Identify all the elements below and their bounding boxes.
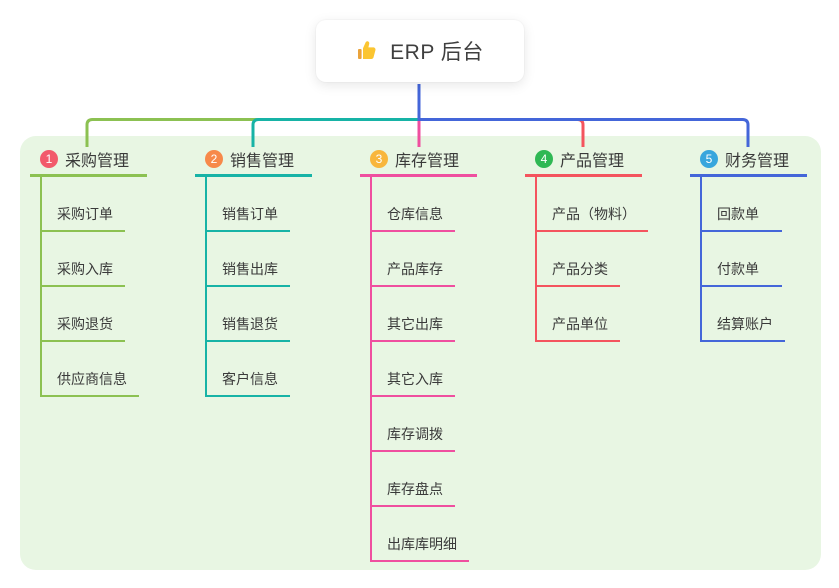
branch-node: 1 采购管理 采购订单 采购入库 采购退货 供应商信息 — [30, 148, 148, 397]
child-item: 采购退货 — [42, 287, 139, 342]
branch-label: 产品管理 — [560, 153, 625, 170]
child-label[interactable]: 产品单位 — [537, 315, 620, 342]
branch-number-badge: 5 — [700, 150, 718, 168]
branch-label: 销售管理 — [230, 153, 295, 170]
child-item: 付款单 — [702, 232, 785, 287]
branch-node: 4 产品管理 产品（物料） 产品分类 产品单位 — [525, 148, 648, 342]
branches-panel — [20, 136, 821, 570]
child-item: 供应商信息 — [42, 342, 139, 397]
root-label: ERP 后台 — [390, 41, 484, 64]
child-label[interactable]: 其它入库 — [372, 370, 455, 397]
child-item: 采购订单 — [42, 177, 139, 232]
child-item: 产品分类 — [537, 232, 648, 287]
branch-number-badge: 2 — [205, 150, 223, 168]
child-item: 库存调拨 — [372, 397, 469, 452]
child-item: 销售退货 — [207, 287, 290, 342]
child-item: 其它入库 — [372, 342, 469, 397]
child-item: 销售订单 — [207, 177, 290, 232]
branch-title[interactable]: 2 销售管理 — [195, 148, 313, 177]
child-label[interactable]: 产品库存 — [372, 260, 455, 287]
branch-children: 产品（物料） 产品分类 产品单位 — [535, 177, 648, 342]
branch-node: 2 销售管理 销售订单 销售出库 销售退货 客户信息 — [195, 148, 313, 397]
branch-title[interactable]: 1 采购管理 — [30, 148, 148, 177]
branch-label: 财务管理 — [725, 153, 790, 170]
branch-children: 采购订单 采购入库 采购退货 供应商信息 — [40, 177, 139, 397]
branch-label: 库存管理 — [395, 153, 460, 170]
branch-children: 回款单 付款单 结算账户 — [700, 177, 785, 342]
child-item: 其它出库 — [372, 287, 469, 342]
child-item: 库存盘点 — [372, 452, 469, 507]
child-label[interactable]: 库存调拨 — [372, 425, 455, 452]
child-item: 回款单 — [702, 177, 785, 232]
child-label[interactable]: 其它出库 — [372, 315, 455, 342]
child-label[interactable]: 回款单 — [702, 205, 782, 232]
child-label[interactable]: 仓库信息 — [372, 205, 455, 232]
child-label[interactable]: 采购订单 — [42, 205, 125, 232]
child-item: 产品（物料） — [537, 177, 648, 232]
child-label[interactable]: 结算账户 — [702, 315, 785, 342]
child-item: 采购入库 — [42, 232, 139, 287]
child-item: 产品库存 — [372, 232, 469, 287]
child-label[interactable]: 出库库明细 — [372, 535, 469, 562]
branch-number-badge: 3 — [370, 150, 388, 168]
child-label[interactable]: 付款单 — [702, 260, 782, 287]
child-label[interactable]: 供应商信息 — [42, 370, 139, 397]
child-item: 客户信息 — [207, 342, 290, 397]
child-label[interactable]: 销售订单 — [207, 205, 290, 232]
branch-node: 5 财务管理 回款单 付款单 结算账户 — [690, 148, 808, 342]
child-label[interactable]: 产品（物料） — [537, 205, 648, 232]
branch-number-badge: 4 — [535, 150, 553, 168]
child-label[interactable]: 销售退货 — [207, 315, 290, 342]
child-item: 结算账户 — [702, 287, 785, 342]
branch-label: 采购管理 — [65, 153, 130, 170]
root-node[interactable]: ERP 后台 — [316, 20, 524, 82]
child-item: 出库库明细 — [372, 507, 469, 562]
branch-title[interactable]: 4 产品管理 — [525, 148, 643, 177]
branch-number-badge: 1 — [40, 150, 58, 168]
child-item: 仓库信息 — [372, 177, 469, 232]
child-label[interactable]: 库存盘点 — [372, 480, 455, 507]
branch-node: 3 库存管理 仓库信息 产品库存 其它出库 其它入库 库存调拨 库存盘点 出库库… — [360, 148, 478, 562]
child-label[interactable]: 采购入库 — [42, 260, 125, 287]
thumbs-up-icon — [356, 39, 380, 63]
child-label[interactable]: 客户信息 — [207, 370, 290, 397]
branch-children: 销售订单 销售出库 销售退货 客户信息 — [205, 177, 290, 397]
branch-title[interactable]: 3 库存管理 — [360, 148, 478, 177]
child-label[interactable]: 销售出库 — [207, 260, 290, 287]
child-item: 销售出库 — [207, 232, 290, 287]
child-label[interactable]: 产品分类 — [537, 260, 620, 287]
branch-title[interactable]: 5 财务管理 — [690, 148, 808, 177]
branch-children: 仓库信息 产品库存 其它出库 其它入库 库存调拨 库存盘点 出库库明细 — [370, 177, 469, 562]
child-item: 产品单位 — [537, 287, 648, 342]
child-label[interactable]: 采购退货 — [42, 315, 125, 342]
